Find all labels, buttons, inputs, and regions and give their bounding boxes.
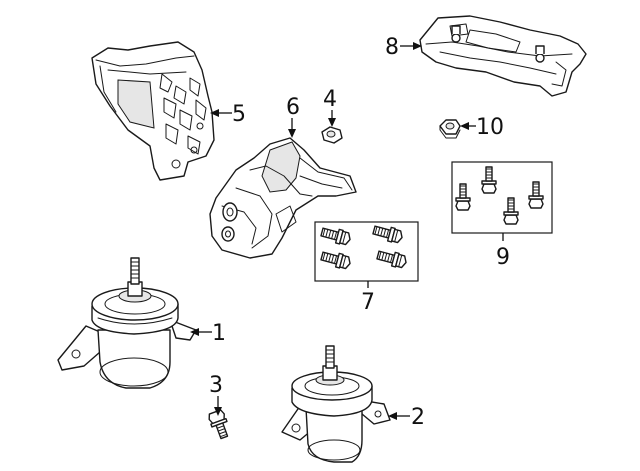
part-4-nut (321, 126, 343, 144)
part-3-bolt (208, 409, 229, 440)
callout-10: 10 (460, 115, 504, 140)
part-1-engine-mount (57, 257, 197, 389)
callout-10-label: 10 (476, 115, 504, 140)
callout-4: 4 (323, 87, 337, 127)
part-2-engine-mount (281, 345, 391, 463)
callout-3-label: 3 (209, 373, 223, 398)
callout-6: 6 (286, 95, 300, 138)
callout-4-label: 4 (323, 87, 337, 112)
callout-1: 1 (190, 321, 226, 346)
callout-5: 5 (210, 102, 246, 127)
callout-7: 7 (361, 281, 375, 315)
callout-5-label: 5 (232, 102, 246, 127)
part-6-mount-bracket (209, 137, 357, 259)
part-5-upper-bracket (91, 41, 215, 181)
part-7-bolt-kit (314, 221, 419, 282)
callout-8-label: 8 (385, 35, 399, 60)
part-9-bolt-kit (451, 161, 553, 234)
callout-1-label: 1 (212, 321, 226, 346)
part-10-nut (439, 119, 461, 139)
callout-3: 3 (209, 373, 223, 416)
callout-9: 9 (496, 233, 510, 270)
callout-7-label: 7 (361, 290, 375, 315)
callout-2: 2 (388, 405, 425, 430)
callout-2-label: 2 (411, 405, 425, 430)
callout-9-label: 9 (496, 245, 510, 270)
callout-8: 8 (385, 35, 422, 60)
part-8-heat-shield (419, 15, 587, 97)
callout-6-label: 6 (286, 95, 300, 120)
